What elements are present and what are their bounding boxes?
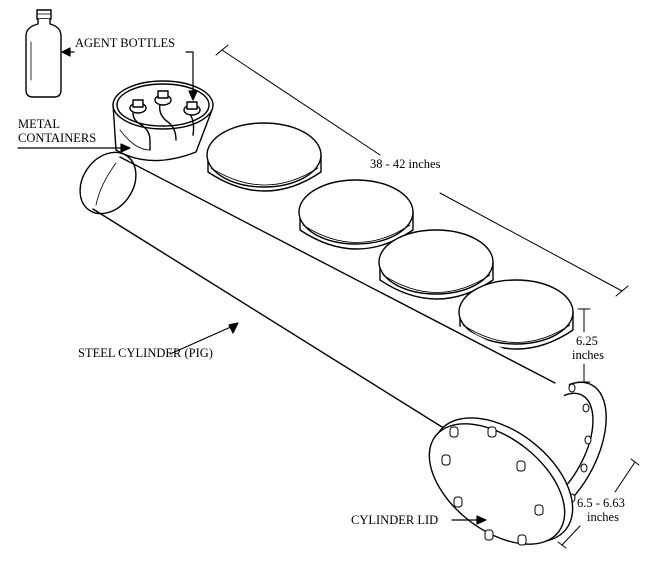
container-disc bbox=[378, 229, 494, 300]
leader-lines bbox=[17, 47, 487, 525]
cylinder-lid-label: CYLINDER LID bbox=[351, 513, 438, 527]
container-disc bbox=[206, 122, 322, 192]
labels: AGENT BOTTLES METAL CONTAINERS STEEL CYL… bbox=[18, 36, 625, 527]
lid-bolt bbox=[449, 426, 459, 438]
lid-bolt bbox=[487, 426, 497, 438]
lid-bolt bbox=[484, 529, 494, 541]
container-bottle bbox=[183, 101, 201, 136]
agent-bottles-label: AGENT BOTTLES bbox=[75, 36, 175, 50]
diameter-dimension-unit: inches bbox=[587, 510, 619, 524]
height-dimension-unit: inches bbox=[572, 348, 604, 362]
lid-bolt bbox=[516, 460, 526, 472]
lid-bolt bbox=[453, 496, 463, 508]
dimension-lines bbox=[215, 44, 640, 549]
steel-cylinder-label: STEEL CYLINDER (PIG) bbox=[78, 346, 213, 360]
agent-bottle bbox=[25, 9, 62, 98]
height-dimension-value: 6.25 bbox=[576, 334, 598, 348]
lid-bolt bbox=[441, 454, 451, 466]
lid-bolt bbox=[534, 504, 544, 516]
metal-container bbox=[112, 80, 214, 162]
metal-containers-label-line2: CONTAINERS bbox=[18, 131, 96, 145]
cylinder-lid bbox=[428, 417, 574, 546]
diameter-dimension-value: 6.5 - 6.63 bbox=[577, 496, 625, 510]
container-disc bbox=[458, 279, 574, 350]
lid-bolt bbox=[517, 534, 527, 546]
length-dimension-label: 38 - 42 inches bbox=[370, 157, 441, 171]
steel-cylinder bbox=[79, 151, 570, 470]
container-disc bbox=[298, 179, 414, 250]
container-bottle bbox=[129, 99, 151, 151]
container-bottle bbox=[154, 90, 177, 141]
metal-containers-label-line1: METAL bbox=[18, 117, 60, 131]
